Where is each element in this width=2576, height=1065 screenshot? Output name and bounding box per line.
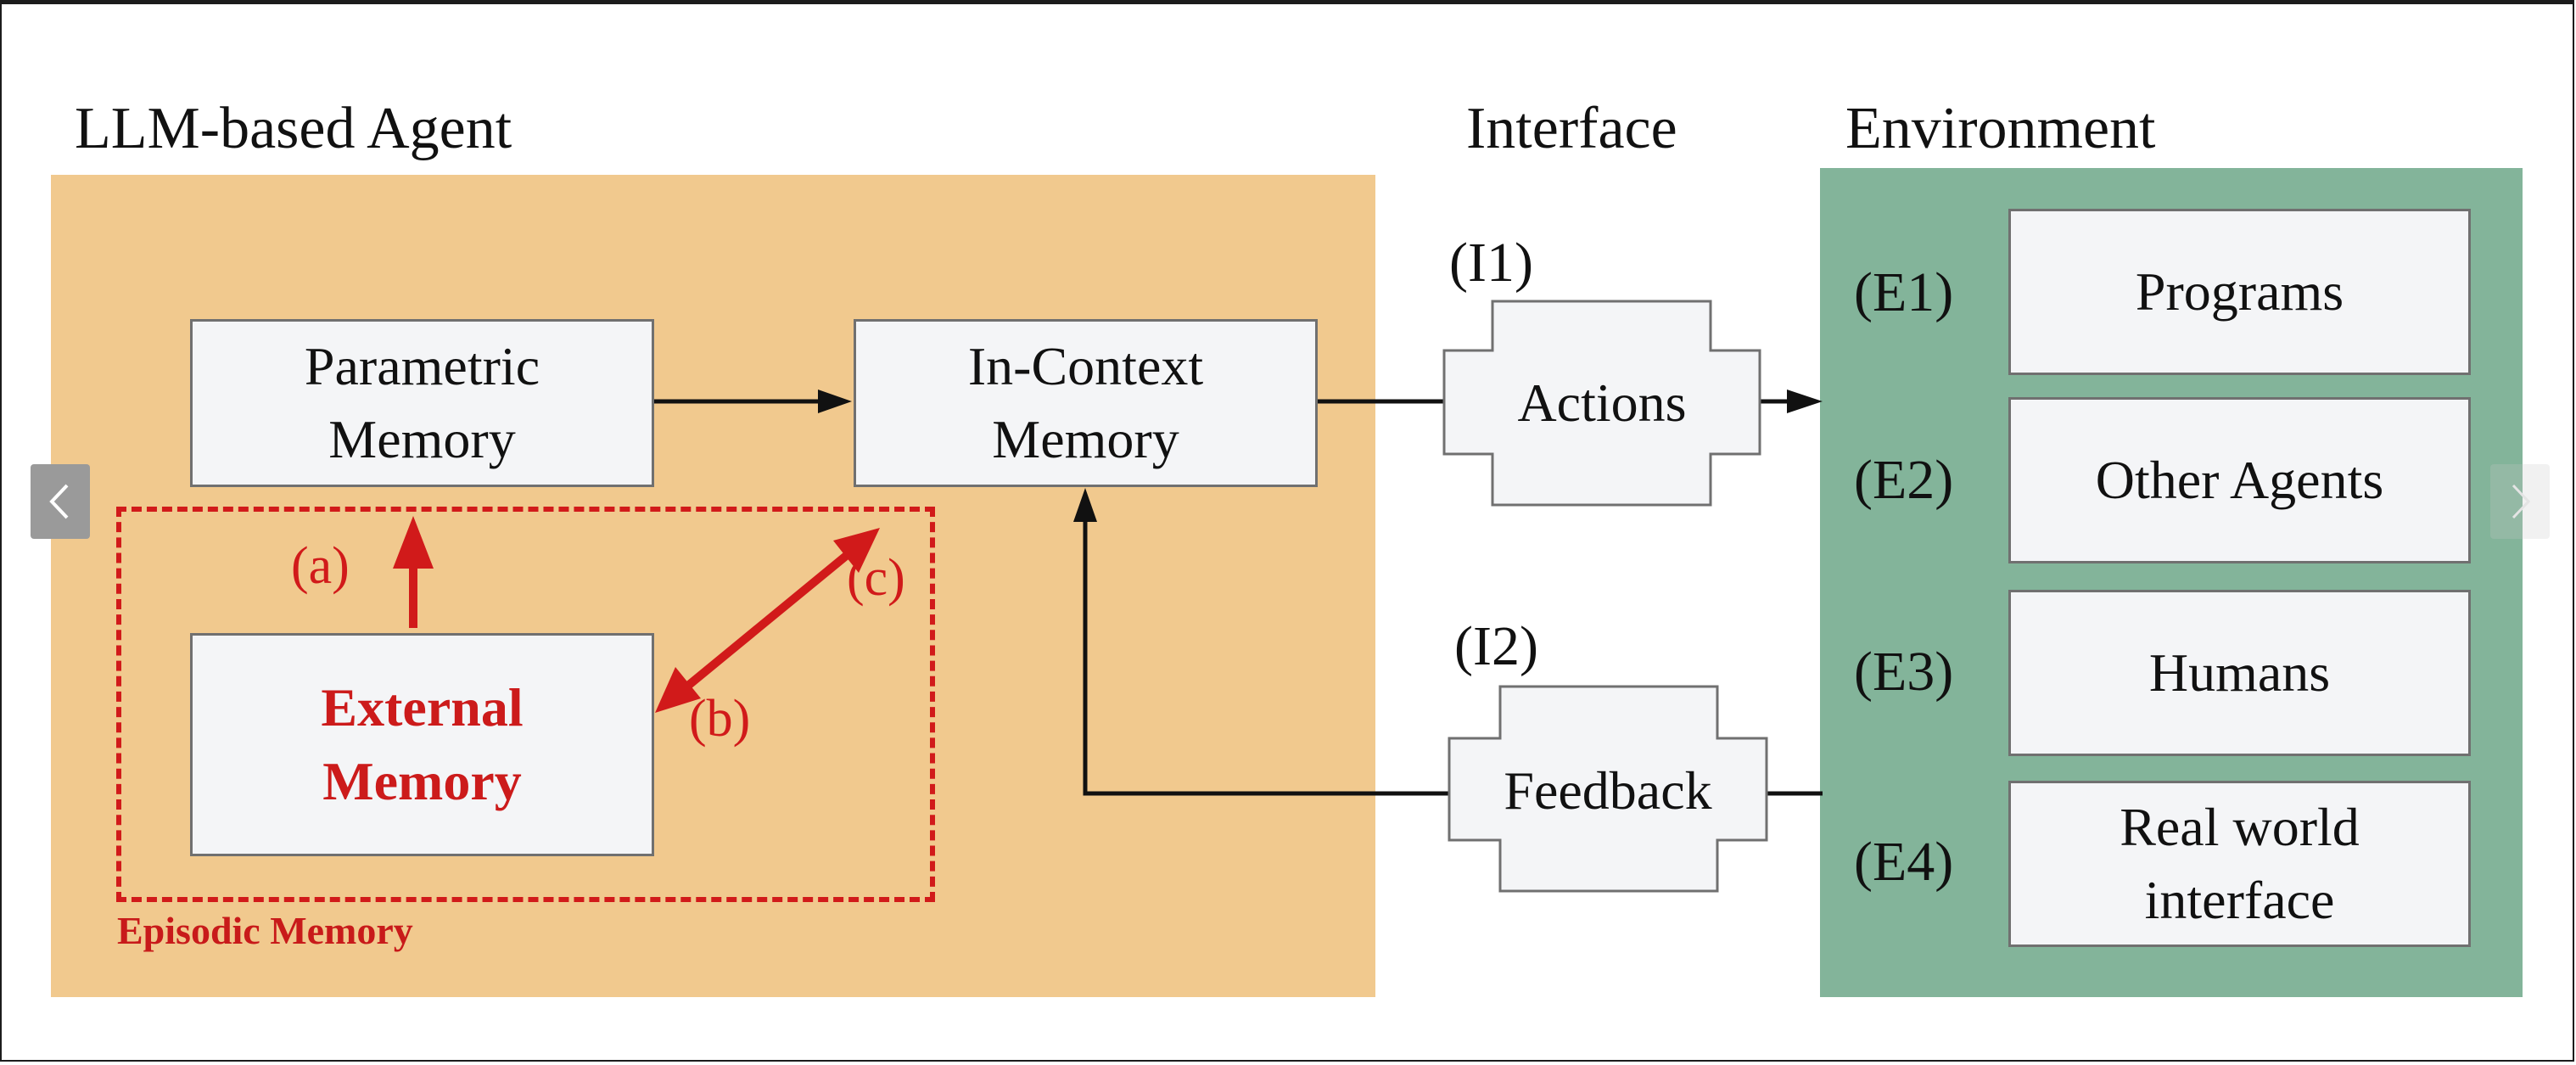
environment-heading: Environment bbox=[1845, 96, 2156, 161]
environment-e4-tag: (E4) bbox=[1854, 831, 1954, 893]
next-slide-button[interactable] bbox=[2490, 464, 2550, 539]
external-memory-box: External Memory bbox=[190, 633, 654, 856]
incontext-arrowhead bbox=[833, 528, 880, 573]
episodic-memory-region bbox=[116, 507, 935, 902]
environment-e2-tag: (E2) bbox=[1854, 449, 1954, 511]
in-context-memory-label: In-Context Memory bbox=[967, 335, 1204, 469]
parametric-to-incontext-arrowhead bbox=[818, 390, 852, 413]
external-to-parametric-arrowhead bbox=[393, 516, 434, 569]
chevron-left-icon bbox=[49, 484, 69, 519]
actions-shape bbox=[1442, 300, 1761, 507]
feedback-shape bbox=[1448, 685, 1768, 893]
interface-i2-tag: (I2) bbox=[1454, 615, 1538, 677]
agent-region bbox=[51, 175, 1375, 997]
environment-e1-tag: (E1) bbox=[1854, 261, 1954, 323]
actions-label: Actions bbox=[1517, 373, 1687, 433]
flow-label-c: (c) bbox=[847, 549, 905, 607]
environment-humans-label: Humans bbox=[2148, 642, 2331, 703]
environment-humans-box: Humans bbox=[2008, 590, 2471, 756]
agent-heading: LLM-based Agent bbox=[75, 96, 512, 161]
feedback-label: Feedback bbox=[1504, 760, 1712, 821]
interface-i1-tag: (I1) bbox=[1449, 232, 1533, 294]
environment-other-agents-label: Other Agents bbox=[2095, 449, 2384, 510]
parametric-memory-box: Parametric Memory bbox=[190, 319, 654, 487]
previous-slide-button[interactable] bbox=[31, 464, 90, 539]
environment-real-world-label: Real world interface bbox=[2120, 796, 2360, 930]
feedback-to-incontext-arrow bbox=[1083, 519, 1449, 796]
chevron-right-icon bbox=[2512, 484, 2531, 519]
flow-label-b: (b) bbox=[689, 690, 751, 748]
external-incontext-double-arrow bbox=[680, 549, 854, 692]
in-context-memory-box: In-Context Memory bbox=[854, 319, 1318, 487]
external-memory-label: External Memory bbox=[321, 677, 524, 811]
environment-programs-label: Programs bbox=[2135, 261, 2344, 322]
flow-label-a: (a) bbox=[291, 537, 350, 595]
environment-e3-tag: (E3) bbox=[1854, 641, 1954, 703]
actions-to-environment-arrowhead bbox=[1787, 390, 1823, 413]
parametric-memory-label: Parametric Memory bbox=[304, 335, 540, 469]
environment-programs-box: Programs bbox=[2008, 209, 2471, 375]
external-arrowhead bbox=[655, 667, 701, 713]
episodic-memory-label: Episodic Memory bbox=[117, 909, 413, 952]
environment-other-agents-box: Other Agents bbox=[2008, 397, 2471, 563]
feedback-to-incontext-arrowhead bbox=[1073, 488, 1097, 522]
interface-heading: Interface bbox=[1466, 96, 1677, 161]
environment-real-world-box: Real world interface bbox=[2008, 781, 2471, 947]
